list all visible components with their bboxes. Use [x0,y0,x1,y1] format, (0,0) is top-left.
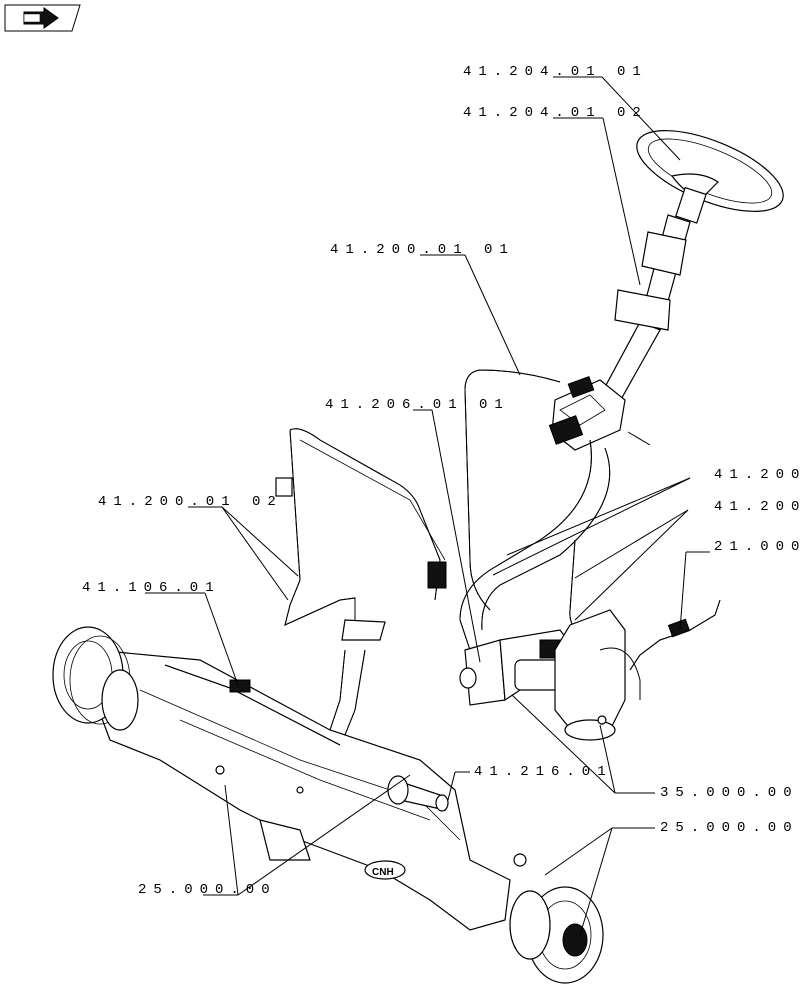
callout-41-200-01-02[interactable]: 41.200.01 02 [98,494,283,510]
hydraulic-frame-lines [275,428,447,736]
hydraulic-filter [554,609,641,741]
callout-41-106-01[interactable]: 41.106.01 [82,580,221,596]
callout-25-000-00-left[interactable]: 25.000.00 [138,882,277,898]
callout-35-000-00[interactable]: 35.000.00 [660,785,799,801]
callout-41-200-a[interactable]: 41.200 [714,467,804,483]
steering-tie-rod [164,664,341,746]
hydraulic-lines-cross [459,439,611,651]
callout-25-000-00-right[interactable]: 25.000.00 [660,820,799,836]
right-wheel-hub [509,886,604,984]
left-wheel-hub [52,626,139,731]
steering-valve [548,376,626,451]
book-arrow-icon[interactable] [4,4,81,32]
steering-wheel [636,130,784,224]
callout-41-216-01[interactable]: 41.216.01 [474,764,613,780]
axle-pivot-shaft [387,775,449,812]
callout-21-000[interactable]: 21.000 [714,539,804,555]
callout-41-200-01-01[interactable]: 41.200.01 01 [330,242,515,258]
cnh-badge: CNH [364,860,406,880]
callout-41-206-01-01[interactable]: 41.206.01 01 [325,397,510,413]
callout-41-200-b[interactable]: 41.200 [714,499,804,515]
callout-41-204-01-01[interactable]: 41.204.01 01 [463,64,648,80]
svg-text:CNH: CNH [372,867,394,878]
wiring-harness [629,599,721,671]
steering-column [597,214,691,446]
front-axle-housing [94,649,527,931]
callout-41-204-01-02[interactable]: 41.204.01 02 [463,105,648,121]
leader-lines [145,76,710,936]
